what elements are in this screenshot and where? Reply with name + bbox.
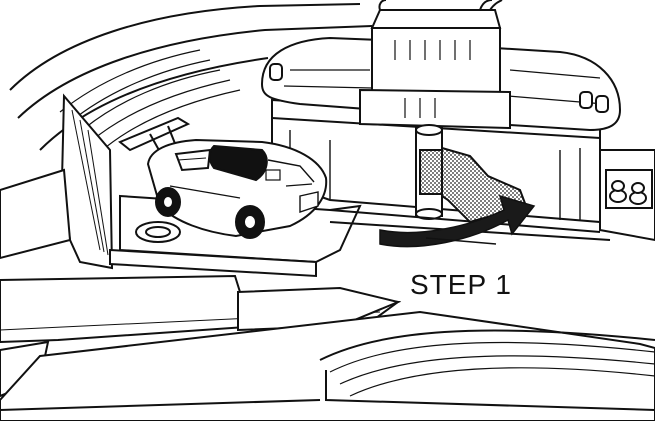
right-deck bbox=[600, 150, 655, 240]
step-label: STEP 1 bbox=[410, 269, 512, 300]
track-wall-left bbox=[0, 96, 112, 268]
lower-track bbox=[0, 276, 655, 421]
